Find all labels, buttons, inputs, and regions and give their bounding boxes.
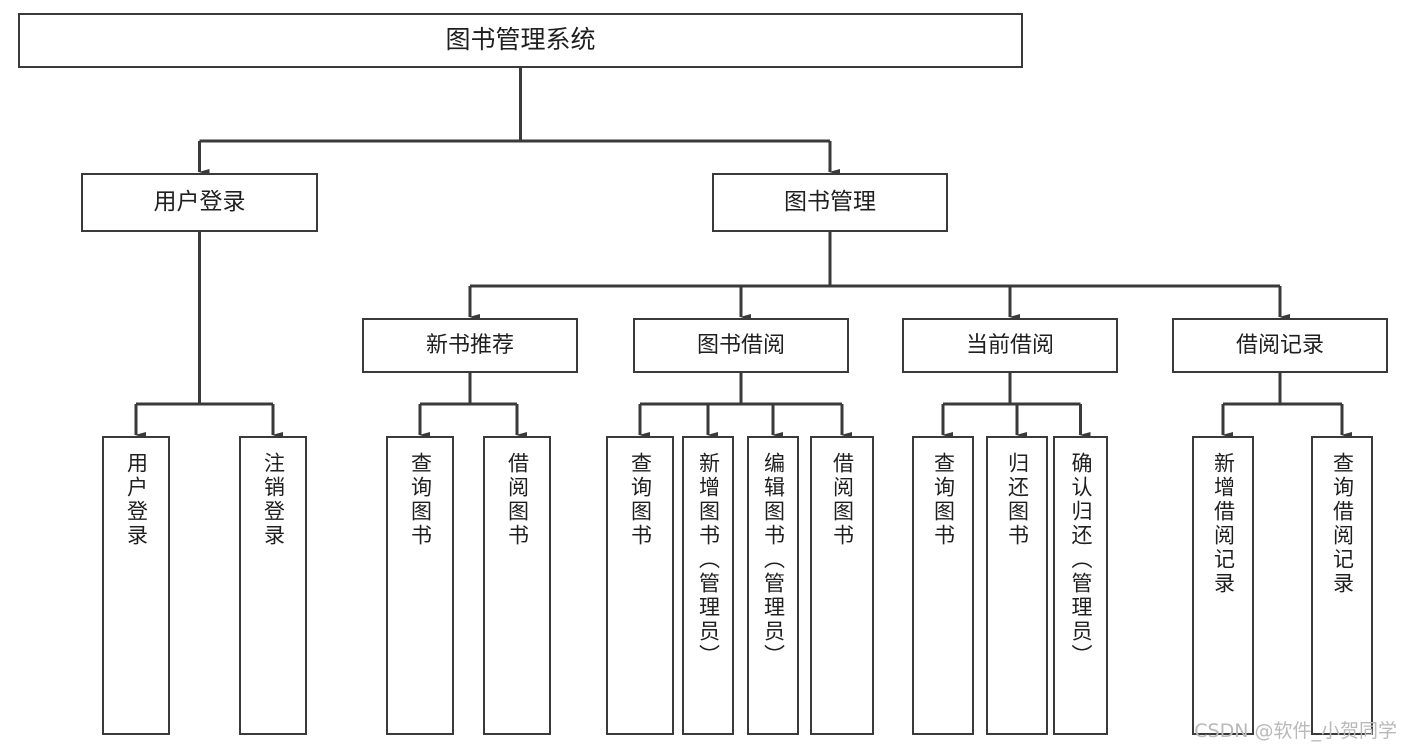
node-leaf-query-book-2[interactable]: 查询图书 [606, 436, 674, 735]
node-leaf-add-borrow-record[interactable]: 新增借阅记录 [1192, 436, 1254, 735]
node-new-book-recommend[interactable]: 新书推荐 [362, 318, 578, 373]
node-leaf-user-logout[interactable]: 注销登录 [239, 436, 307, 735]
node-label-leaf-query-book-2: 查询图书 [628, 452, 653, 548]
node-label-user-login: 用户登录 [153, 189, 246, 216]
node-leaf-return-book[interactable]: 归还图书 [986, 436, 1048, 735]
node-label-leaf-borrow-book-2: 借阅图书 [830, 452, 855, 548]
node-label-book-manage: 图书管理 [784, 189, 876, 216]
node-label-borrow-record: 借阅记录 [1235, 332, 1324, 358]
node-leaf-user-login[interactable]: 用户登录 [102, 436, 170, 735]
node-label-leaf-confirm-return: 确认归还（管理员） [1069, 452, 1093, 668]
node-leaf-edit-book[interactable]: 编辑图书（管理员） [747, 436, 799, 735]
node-label-new-book-recommend: 新书推荐 [425, 332, 514, 358]
node-label-leaf-edit-book: 编辑图书（管理员） [761, 452, 786, 668]
node-label-leaf-query-borrow-record: 查询借阅记录 [1330, 452, 1355, 596]
node-leaf-add-book[interactable]: 新增图书（管理员） [682, 436, 734, 735]
node-book-manage[interactable]: 图书管理 [712, 173, 948, 232]
node-label-leaf-user-login: 用户登录 [124, 452, 149, 548]
node-user-login[interactable]: 用户登录 [81, 173, 318, 232]
node-borrow-record[interactable]: 借阅记录 [1172, 318, 1388, 373]
node-leaf-borrow-book-2[interactable]: 借阅图书 [810, 436, 874, 735]
node-label-leaf-query-book-1: 查询图书 [408, 452, 433, 548]
node-label-leaf-return-book: 归还图书 [1005, 452, 1030, 548]
node-leaf-query-borrow-record[interactable]: 查询借阅记录 [1311, 436, 1373, 735]
node-label-leaf-borrow-book-1: 借阅图书 [505, 452, 530, 548]
node-label-current-borrow: 当前借阅 [965, 332, 1054, 358]
node-current-borrow[interactable]: 当前借阅 [902, 318, 1118, 373]
node-label-root: 图书管理系统 [445, 25, 596, 55]
node-leaf-borrow-book-1[interactable]: 借阅图书 [483, 436, 551, 735]
node-label-leaf-add-book: 新增图书（管理员） [696, 452, 721, 668]
node-book-borrow[interactable]: 图书借阅 [633, 318, 849, 373]
node-leaf-query-book-3[interactable]: 查询图书 [912, 436, 974, 735]
csdn-watermark: CSDN @软件_小贺同学 [1194, 720, 1397, 742]
node-label-leaf-query-book-3: 查询图书 [931, 452, 956, 548]
node-leaf-confirm-return[interactable]: 确认归还（管理员） [1053, 436, 1108, 735]
node-label-book-borrow: 图书借阅 [696, 332, 785, 358]
node-label-leaf-add-borrow-record: 新增借阅记录 [1211, 452, 1236, 596]
node-root[interactable]: 图书管理系统 [18, 13, 1023, 68]
node-label-leaf-user-logout: 注销登录 [261, 452, 286, 548]
node-leaf-query-book-1[interactable]: 查询图书 [386, 436, 454, 735]
